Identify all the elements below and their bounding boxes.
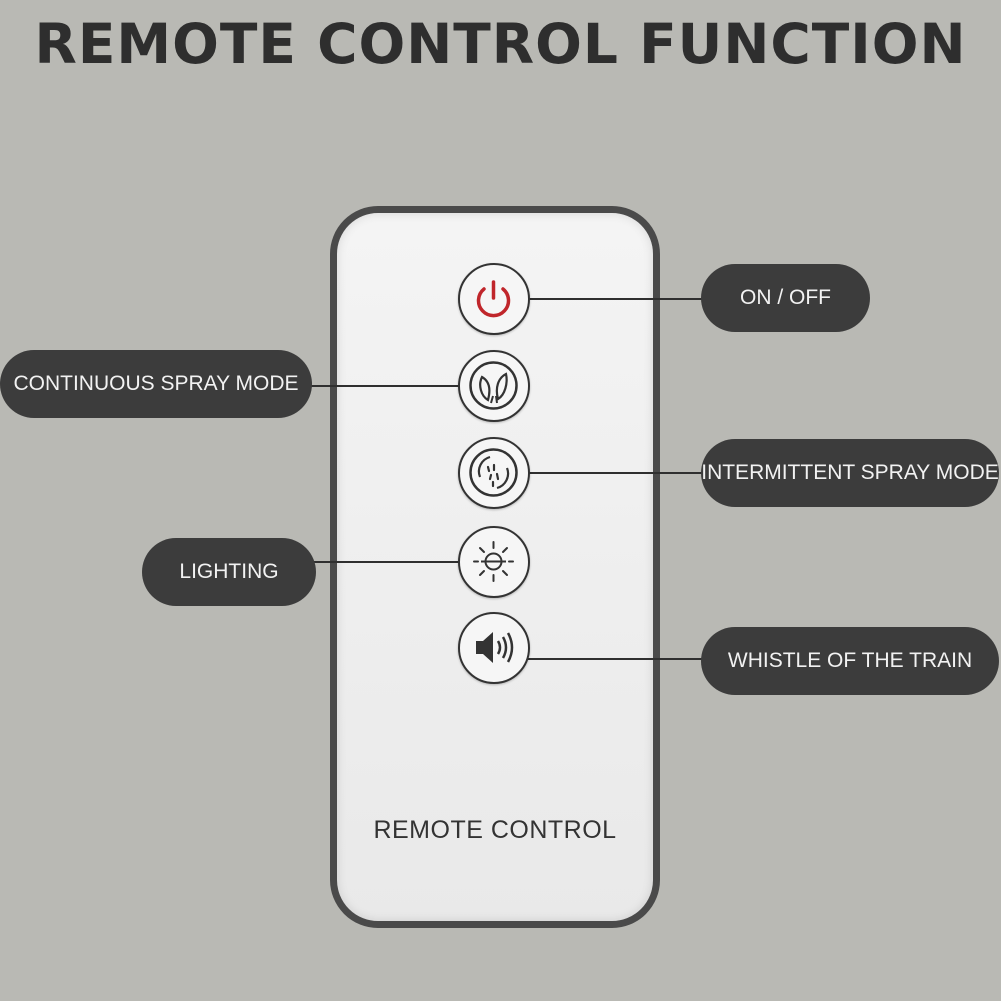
intermittent-spray-button[interactable] <box>458 437 530 509</box>
label-lighting: LIGHTING <box>142 538 316 606</box>
page-title: REMOTE CONTROL FUNCTION <box>34 12 967 76</box>
remote-label: REMOTE CONTROL <box>373 816 617 844</box>
label-whistle-of-the-train: WHISTLE OF THE TRAIN <box>701 627 999 695</box>
lighting-icon <box>473 541 514 582</box>
label-intermittent-spray-mode: INTERMITTENT SPRAY MODE <box>701 439 999 507</box>
intermittent-spray-icon <box>469 448 518 497</box>
speaker-icon <box>476 632 514 663</box>
lighting-button[interactable] <box>458 526 530 598</box>
power-icon <box>476 280 511 318</box>
continuous-spray-button[interactable] <box>458 350 530 422</box>
power-button[interactable] <box>458 263 530 335</box>
label-continuous-spray-mode: CONTINUOUS SPRAY MODE <box>0 350 312 418</box>
continuous-spray-icon <box>469 361 518 410</box>
label-on-off: ON / OFF <box>701 264 870 332</box>
whistle-button[interactable] <box>458 612 530 684</box>
